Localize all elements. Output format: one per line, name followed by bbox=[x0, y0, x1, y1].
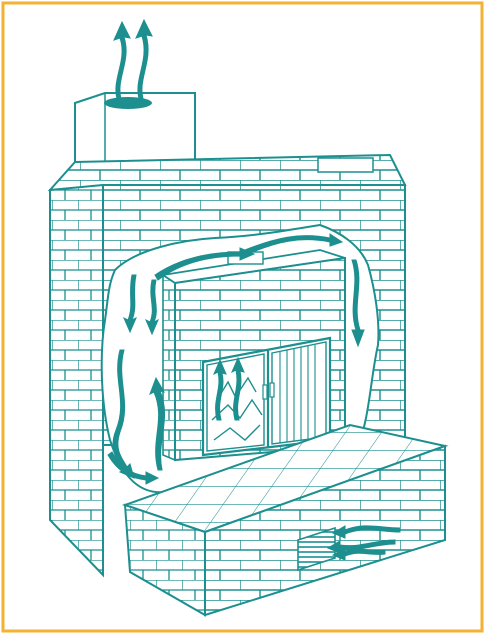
door-handle-left bbox=[263, 385, 267, 399]
door-handle-right bbox=[270, 383, 274, 397]
firebox-side bbox=[163, 275, 175, 460]
chimney bbox=[75, 93, 195, 168]
chimney-flue bbox=[104, 97, 152, 109]
left-brick-wall bbox=[50, 185, 105, 580]
